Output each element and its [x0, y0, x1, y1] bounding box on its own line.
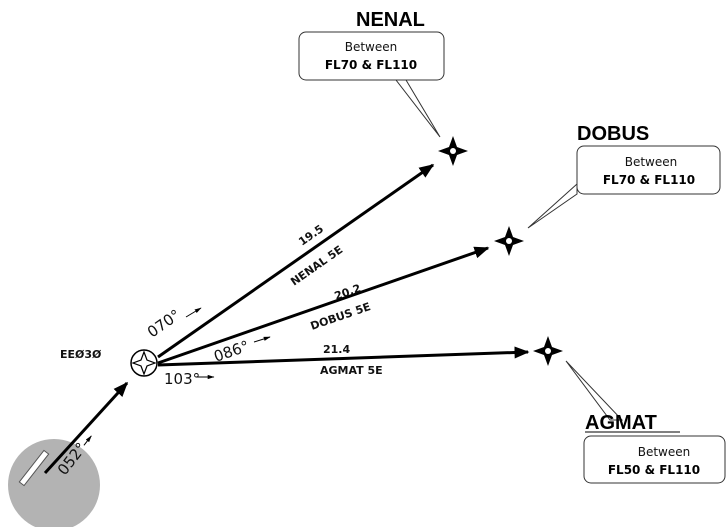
callout-leader-agmat: [565, 360, 624, 421]
airport-circle: [8, 439, 100, 527]
origin-fix-icon: [130, 349, 158, 377]
restriction-line1-agmat: Between: [638, 445, 691, 459]
course-label-agmat: 103°: [164, 370, 200, 388]
waypoint-name-nenal: NENAL: [356, 9, 425, 31]
waypoint-name-agmat: AGMAT: [585, 412, 657, 434]
callout-leader-nenal: [394, 79, 441, 138]
distance-agmat: 21.4: [323, 343, 350, 356]
restriction-line2-agmat: FL50 & FL110: [608, 463, 700, 477]
leg-nenal: [157, 163, 435, 359]
course-arrow-dobus: [253, 336, 271, 343]
inbound-leg: [43, 381, 129, 475]
restriction-line2-nenal: FL70 & FL110: [325, 58, 417, 72]
route-nenal: NENAL 5E: [288, 243, 345, 288]
course-label-nenal: 070°: [144, 306, 184, 341]
callout-leader-dobus: [527, 182, 578, 229]
course-arrow-nenal: [185, 307, 202, 318]
route-agmat: AGMAT 5E: [320, 364, 383, 377]
waypoint-dobus-icon: [494, 226, 524, 256]
origin-label: EEØ3Ø: [60, 348, 102, 361]
waypoint-agmat-icon: [533, 336, 563, 366]
leg-dobus: [157, 246, 490, 365]
restriction-box-nenal: [298, 31, 445, 81]
route-dobus: DOBUS 5E: [309, 300, 373, 333]
waypoint-name-dobus: DOBUS: [577, 123, 649, 145]
restriction-line2-dobus: FL70 & FL110: [603, 173, 695, 187]
restriction-box-agmat: [583, 435, 726, 484]
restriction-line1-nenal: Between: [345, 40, 398, 54]
distance-dobus: 20.2: [333, 282, 363, 303]
waypoint-nenal-icon: [438, 136, 468, 166]
restriction-box-dobus: [576, 145, 721, 195]
runway-icon: [18, 449, 50, 487]
leg-agmat: [157, 346, 530, 367]
restriction-line1-dobus: Between: [625, 155, 678, 169]
